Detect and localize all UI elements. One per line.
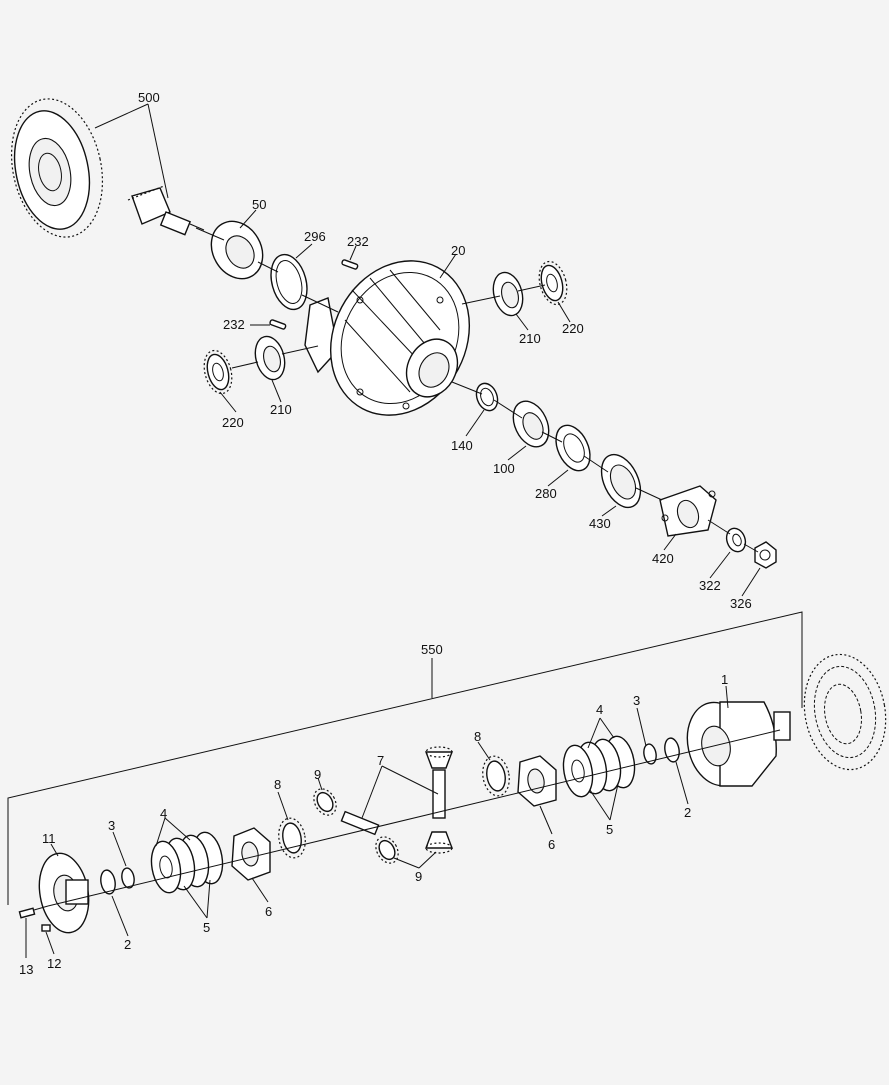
- callout-322: 322: [699, 578, 721, 593]
- bearing-50: [210, 220, 264, 280]
- shim-296: [270, 253, 308, 311]
- pin-232-left: [269, 319, 287, 330]
- callout-140: 140: [451, 438, 473, 453]
- drive-pinion-500: [127, 185, 205, 236]
- callout-500: 500: [138, 90, 160, 105]
- callout-6-left: 6: [265, 904, 272, 919]
- callout-11: 11: [42, 831, 56, 846]
- lower-leader-lines: [25, 685, 729, 958]
- upper-leader-lines: [94, 103, 761, 597]
- bracket-550: [7, 611, 803, 905]
- pinion-9-top: [424, 746, 454, 769]
- housing-20: [304, 260, 471, 416]
- callout-6-right: 6: [548, 837, 555, 852]
- upper-axis-lines: [195, 227, 759, 553]
- bearing-cup-210-right: [492, 271, 524, 317]
- callout-50: 50: [252, 197, 266, 212]
- washer-322: [725, 527, 747, 553]
- ring-gear-500: [10, 98, 104, 238]
- callout-9-left: 9: [314, 767, 321, 782]
- callout-100: 100: [493, 461, 515, 476]
- bearing-100: [512, 400, 550, 448]
- side-gear-8-left: [278, 817, 306, 859]
- flange-420: [659, 485, 717, 537]
- callout-13: 13: [19, 962, 33, 977]
- adjusting-nut-220-left: [203, 349, 233, 395]
- diff-case-1: [686, 701, 791, 787]
- seal-140: [475, 382, 499, 412]
- callout-4-left: 4: [160, 806, 167, 821]
- callout-12: 12: [47, 956, 61, 971]
- callout-420: 420: [652, 551, 674, 566]
- callout-232-left: 232: [223, 317, 245, 332]
- callout-280: 280: [535, 486, 557, 501]
- callout-2-right: 2: [684, 805, 691, 820]
- bearing-cup-210-left: [254, 335, 286, 381]
- callout-210-left: 210: [270, 402, 292, 417]
- callout-4-right: 4: [596, 702, 603, 717]
- callout-296: 296: [304, 229, 326, 244]
- callout-9-bottom: 9: [415, 869, 422, 884]
- nut-326: [754, 541, 777, 569]
- pressure-ring-6-right: [517, 755, 557, 807]
- cross-shaft-7: [340, 769, 446, 836]
- callout-5-left: 5: [203, 920, 210, 935]
- bolt-13: [18, 905, 49, 919]
- ring-gear-phantom: [803, 653, 887, 771]
- spacer-280: [555, 424, 591, 472]
- callout-3-left: 3: [108, 818, 115, 833]
- callout-220-left: 220: [222, 415, 244, 430]
- callout-2-left: 2: [124, 937, 131, 952]
- pinion-9-left: [313, 788, 337, 816]
- callout-8-left: 8: [274, 777, 281, 792]
- seal-430: [600, 453, 642, 509]
- callout-550: 550: [421, 642, 443, 657]
- callout-220-right: 220: [562, 321, 584, 336]
- lower-axis-line: [47, 729, 781, 907]
- pinion-9-bottom: [424, 831, 454, 854]
- callout-1: 1: [721, 672, 728, 687]
- clutch-discs-4-5-right: [562, 735, 636, 798]
- thrust-washer-2-left: [100, 869, 116, 895]
- case-half-11: [38, 852, 90, 934]
- callout-430: 430: [589, 516, 611, 531]
- callout-3-right: 3: [633, 693, 640, 708]
- nut-12: [41, 924, 51, 932]
- pressure-ring-6-left: [231, 827, 271, 881]
- callout-20: 20: [451, 243, 465, 258]
- washer-3-left: [121, 867, 135, 889]
- clutch-discs-4-5-left: [150, 831, 224, 894]
- pin-232-top: [341, 259, 359, 270]
- washer-3-right: [643, 743, 657, 765]
- callout-326: 326: [730, 596, 752, 611]
- callout-210-right: 210: [519, 331, 541, 346]
- adjusting-nut-220-right: [538, 260, 568, 306]
- thrust-washer-2-right: [664, 737, 680, 763]
- callout-232-top: 232: [347, 234, 369, 249]
- side-gear-8-right: [482, 755, 510, 797]
- callout-7: 7: [377, 753, 384, 768]
- callout-5-right: 5: [606, 822, 613, 837]
- callout-8-right: 8: [474, 729, 481, 744]
- pinion-9-right: [375, 836, 399, 864]
